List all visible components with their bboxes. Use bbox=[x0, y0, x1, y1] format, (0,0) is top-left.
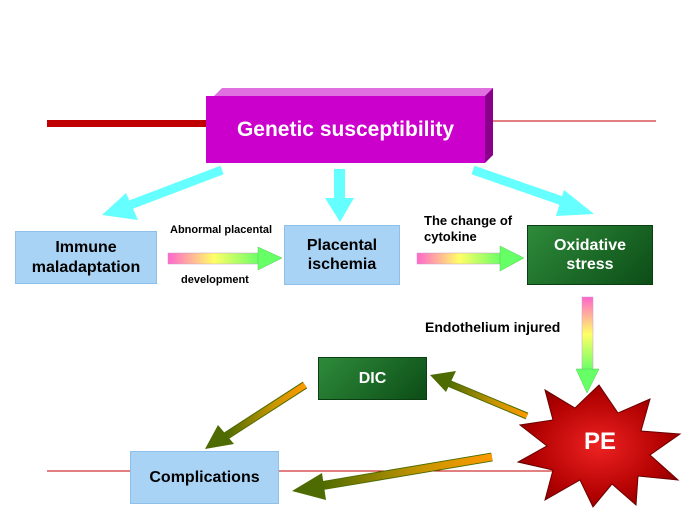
endothelium-injured-label: Endothelium injured bbox=[425, 319, 561, 335]
complications-label: Complications bbox=[149, 468, 260, 486]
cyan-arrow-right bbox=[471, 165, 594, 216]
pe-label: PE bbox=[583, 428, 616, 455]
change-of-cytokine-line2: cytokine bbox=[424, 229, 477, 244]
complications-box: Complications bbox=[130, 451, 279, 504]
arrow-oxidative-to-pe bbox=[575, 296, 600, 394]
abnormal-placental-label: Abnormal placental bbox=[170, 224, 273, 236]
change-of-cytokine-label: The change of cytokine bbox=[424, 213, 512, 245]
pe-star-shape bbox=[516, 384, 682, 508]
dic-box: DIC bbox=[318, 357, 427, 400]
arrow-immune-to-placental bbox=[167, 246, 283, 271]
immune-maladaptation-label: Immune maladaptation bbox=[31, 239, 141, 276]
arrow-pe-to-complications bbox=[292, 452, 493, 500]
arrow-dic-to-complications bbox=[205, 381, 308, 449]
genetic-susceptibility-label: Genetic susceptibility bbox=[236, 117, 455, 141]
oxidative-stress-box: Oxidative stress bbox=[527, 225, 653, 285]
placental-ischemia-box: Placental ischemia bbox=[284, 225, 400, 285]
cyan-arrow-middle bbox=[325, 169, 354, 222]
cyan-arrow-left bbox=[102, 165, 224, 220]
immune-maladaptation-box: Immune maladaptation bbox=[15, 231, 157, 284]
arrow-placental-to-oxidative bbox=[416, 245, 525, 272]
accent-line-top-left bbox=[47, 120, 212, 127]
arrow-pe-to-dic bbox=[430, 371, 529, 420]
genetic-susceptibility-box: Genetic susceptibility bbox=[206, 88, 493, 163]
development-label: development bbox=[181, 274, 249, 286]
placental-ischemia-label: Placental ischemia bbox=[306, 236, 378, 273]
dic-label: DIC bbox=[358, 369, 387, 387]
oxidative-stress-label: Oxidative stress bbox=[553, 236, 627, 273]
change-of-cytokine-line1: The change of bbox=[424, 213, 513, 228]
